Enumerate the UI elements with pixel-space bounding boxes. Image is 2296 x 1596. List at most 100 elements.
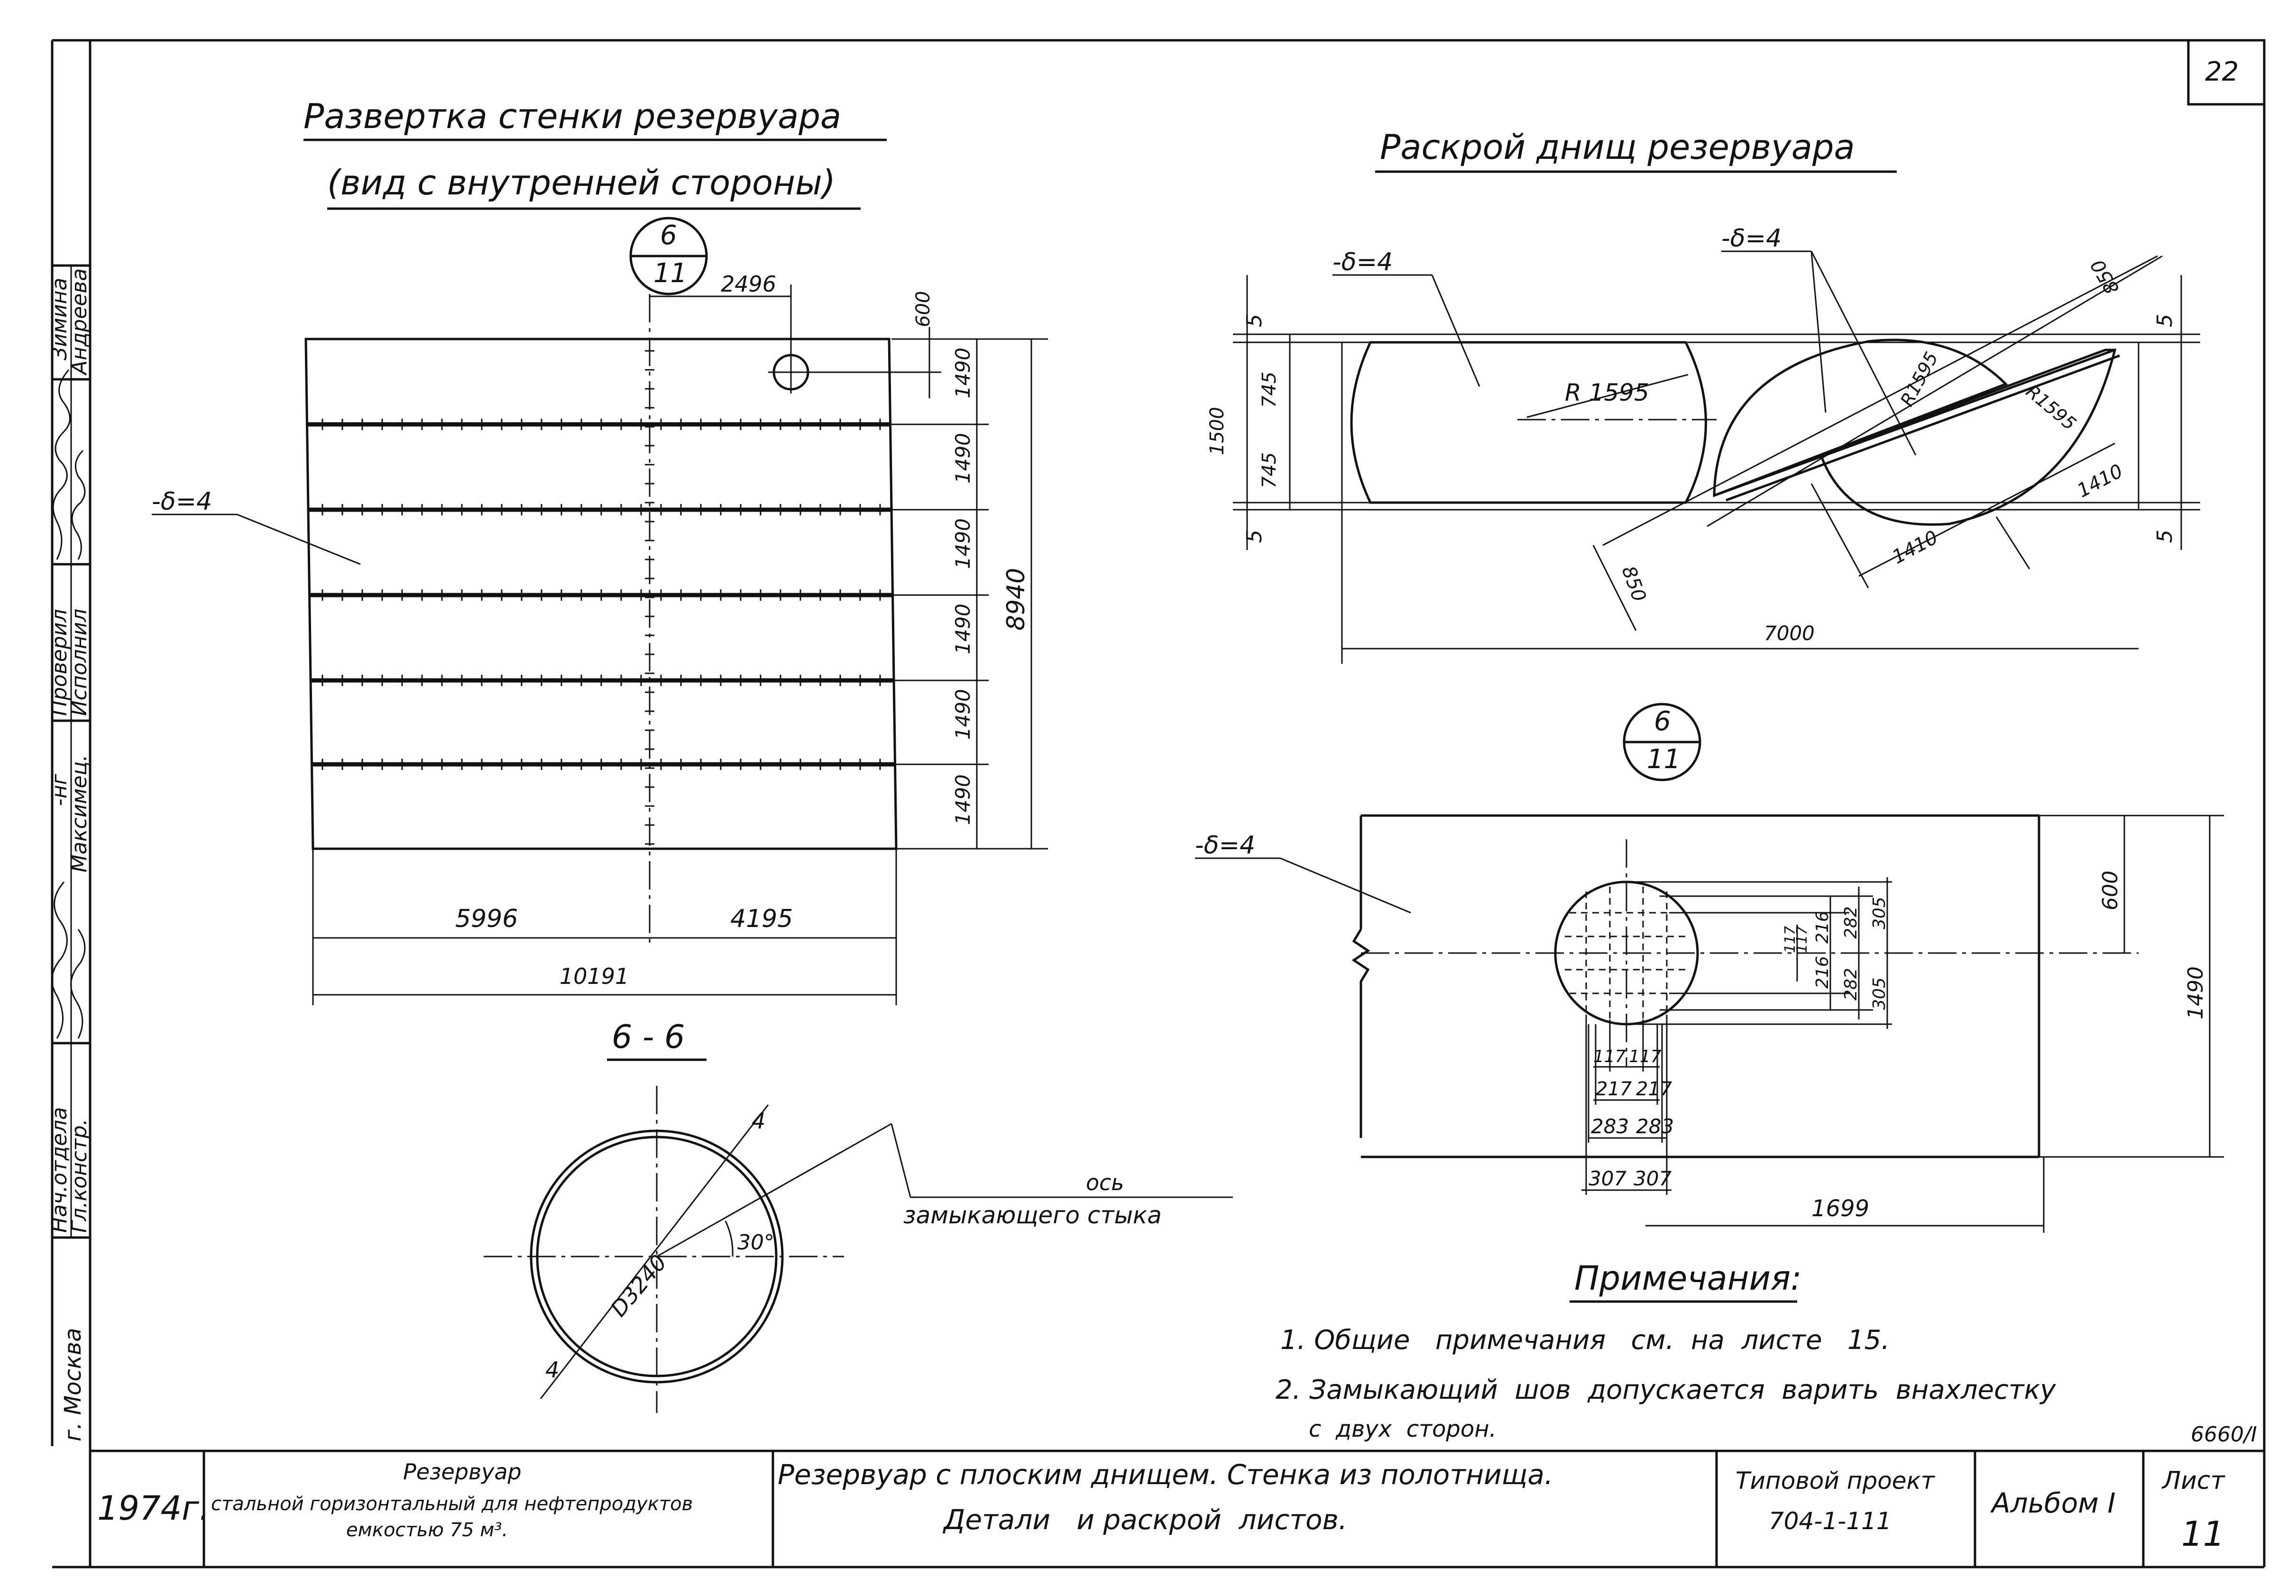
left-stamp: Зимина Андреева Проверил Исполнил -нг Ма… (47, 268, 92, 1441)
section-6-6: 6 - 6 30° D3240 4 4 ось замыкающего стык… (484, 1018, 1233, 1413)
wall-dim-5996: 5996 (455, 905, 518, 933)
signature-4 (70, 929, 86, 1039)
wall-dim-600: 600 (912, 291, 934, 327)
bottoms-dim-5-bl: 5 (1242, 530, 1267, 543)
detail-h-283b: 283 (1636, 1115, 1674, 1138)
stamp-role-1: Зимина (47, 278, 72, 360)
bottom-piece-left (1350, 341, 1707, 504)
signature-1 (52, 369, 71, 560)
stamp-role-2: Проверил (47, 609, 72, 716)
stamp-role-3: -нг (47, 773, 72, 806)
detail-v-305b: 305 (1870, 977, 1889, 1010)
bottoms-dim-5-br: 5 (2153, 530, 2177, 543)
stamp-role-4: Нач.отдела (47, 1107, 72, 1233)
wall-row-dim-5: 1490 (951, 689, 974, 740)
detail-section-sheet: 11 (1647, 744, 1681, 775)
wall-dim-10191: 10191 (560, 963, 629, 989)
tb-sheet-title-2: Детали и раскрой листов. (942, 1504, 1347, 1536)
wall-row-dim-4: 1490 (951, 604, 974, 654)
wall-row-dim-1: 1490 (951, 348, 974, 398)
detail-h-307a: 307 (1589, 1167, 1626, 1190)
note-1: 1. Общие примечания см. на листе 15. (1280, 1325, 1890, 1356)
notes: Примечания: 1. Общие примечания см. на л… (1276, 1259, 2257, 1447)
detail-v-305a: 305 (1870, 897, 1889, 929)
section66-diameter: D3240 (606, 1250, 671, 1322)
bottoms-radius-2: R1595 (1896, 349, 1942, 410)
stamp-name-1: Андреева (67, 268, 92, 376)
wall-row-dim-2: 1490 (951, 433, 974, 484)
stamp-name-3: Максимец. (67, 755, 92, 873)
detail-h-117b: 117 (1629, 1047, 1662, 1066)
detail-v-282b: 282 (1841, 968, 1861, 1000)
section66-thk-bottom: 4 (545, 1357, 559, 1383)
signature-2 (71, 449, 86, 560)
detail-view: 6 11 (1195, 703, 2224, 1233)
detail-h-283a: 283 (1591, 1115, 1629, 1138)
wall-dim-4195: 4195 (730, 905, 793, 933)
bottoms-radius-1: R 1595 (1565, 379, 1649, 406)
bottom-piece-half-2 (1819, 349, 2117, 526)
detail-v-117b: 117 (1794, 926, 1810, 953)
wall-development: Развертка стенки резервуара (вид с внутр… (152, 96, 1048, 1005)
detail-v-282a: 282 (1841, 906, 1861, 939)
detail-v-117a: 117 (1782, 926, 1799, 953)
detail-v-216a: 216 (1813, 911, 1832, 944)
wall-section-num: 6 (660, 220, 677, 251)
bottoms-dim-5-tl: 5 (1242, 314, 1267, 327)
detail-h-117a: 117 (1593, 1047, 1626, 1066)
wall-subtitle: (вид с внутренней стороны) (327, 163, 836, 202)
wall-section-sheet: 11 (653, 258, 687, 289)
wall-row-dim-3: 1490 (951, 518, 974, 569)
tb-year: 1974г. (97, 1489, 210, 1528)
seam-ticks (321, 350, 881, 845)
bottoms-dim-1410b: 1410 (2074, 460, 2126, 502)
wall-title: Развертка стенки резервуара (303, 96, 841, 136)
signature-3 (51, 881, 68, 1039)
tb-object-1: Резервуар (403, 1459, 522, 1485)
tb-sheet-no: 11 (2181, 1514, 2225, 1554)
detail-grid (1565, 887, 1688, 1019)
tb-sheet-title-1: Резервуар с плоским днищем. Стенка из по… (778, 1458, 1553, 1491)
bottoms-radius-3: R1595 (2022, 381, 2080, 434)
tb-object-2: стальной горизонтальный для нефтепродукт… (211, 1493, 693, 1515)
detail-h-217b: 217 (1636, 1078, 1672, 1100)
detail-v-216b: 216 (1813, 956, 1832, 989)
note-2: 2. Замыкающий шов допускается варить вна… (1276, 1375, 2056, 1405)
detail-h-307b: 307 (1634, 1167, 1671, 1190)
bottoms-dim-1410a: 1410 (1889, 526, 1941, 568)
bottoms-thk-left: -δ=4 (1332, 248, 1393, 276)
detail-h-217a: 217 (1596, 1078, 1632, 1100)
archive-number: 6660/I (2191, 1422, 2257, 1447)
bottoms-title: Раскрой днищ резервуара (1380, 127, 1855, 167)
bottoms-dim-745b: 745 (1258, 452, 1280, 488)
bottoms-cutting: Раскрой днищ резервуара -δ=4 -δ=4 R 1595… (1206, 127, 2200, 664)
wall-dim-2496: 2496 (721, 271, 776, 297)
tb-project-label: Типовой проект (1736, 1467, 1936, 1495)
stamp-city: г. Москва (60, 1328, 86, 1441)
bottoms-dim-7000: 7000 (1764, 622, 1815, 645)
detail-dim-600: 600 (2098, 871, 2122, 910)
bottom-piece-half-1 (1713, 339, 2008, 497)
section66-axis-2: замыкающего стыка (903, 1202, 1162, 1229)
bottoms-dim-1500: 1500 (1206, 407, 1228, 455)
notes-title: Примечания: (1574, 1259, 1802, 1298)
wall-row-dim-6: 1490 (951, 774, 974, 825)
stamp-name-2: Исполнил (67, 609, 92, 716)
section66-axis-1: ось (1086, 1170, 1124, 1195)
title-block: 1974г. Резервуар стальной горизонтальный… (90, 1449, 2264, 1567)
wall-dim-8940: 8940 (1002, 568, 1030, 631)
section66-title: 6 - 6 (612, 1018, 685, 1056)
bottoms-dim-745a: 745 (1258, 372, 1280, 408)
stamp-name-4: Гл.констр. (67, 1119, 92, 1233)
bottoms-thk-right: -δ=4 (1721, 224, 1782, 253)
tb-sheet-label: Лист (2161, 1467, 2225, 1495)
section66-angle: 30° (737, 1230, 774, 1255)
sheet-frame (51, 39, 2266, 1568)
detail-section-num: 6 (1654, 706, 1671, 737)
detail-dim-1699: 1699 (1811, 1195, 1869, 1222)
sheet-number: 22 (2205, 56, 2239, 87)
tb-object-3: емкостью 75 м³. (346, 1519, 508, 1541)
bottoms-dim-850-bottom: 850 (1617, 563, 1650, 605)
section66-thk-top: 4 (752, 1108, 765, 1134)
